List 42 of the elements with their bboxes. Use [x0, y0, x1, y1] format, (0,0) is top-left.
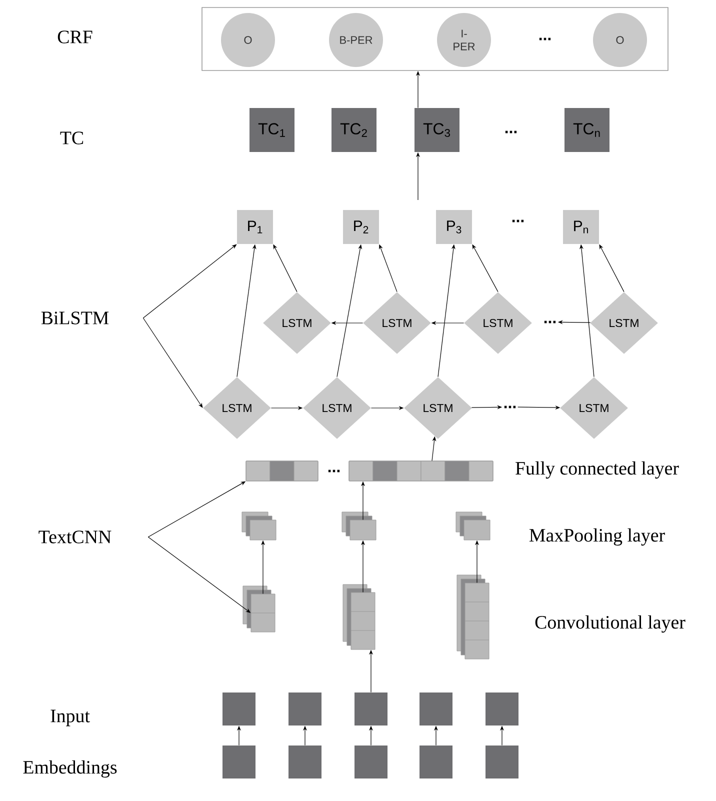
input-box	[222, 692, 256, 726]
feature-map-stack	[456, 512, 490, 540]
embedding-box	[420, 746, 452, 778]
output-box: P$_{3}$	[436, 210, 472, 244]
embedding-box	[354, 746, 388, 778]
layer-label: MaxPooling layer	[529, 528, 665, 546]
tc-box: TC$_{2}$	[332, 108, 376, 152]
layer-label: Fully connected layer	[516, 461, 679, 479]
fc-layer-bar	[246, 460, 318, 482]
input-box	[288, 692, 322, 726]
arrow	[142, 318, 203, 408]
embedding-box	[222, 746, 256, 778]
feature-map-stack	[342, 584, 376, 650]
feature-map-stack	[242, 586, 276, 632]
layer-label: BiLSTM	[41, 312, 109, 324]
feature-map-stack	[456, 574, 490, 660]
layer-label: Input	[50, 710, 90, 726]
input-box	[420, 692, 452, 726]
layer-label: Embeddings	[23, 760, 117, 778]
layer-label: TextCNN	[38, 530, 112, 544]
ellipsis: ...	[512, 220, 524, 222]
layer-label: TC	[60, 132, 84, 144]
ellipsis: ...	[504, 406, 516, 408]
fc-layer-bar	[348, 460, 494, 482]
tc-box: TC$_{n}$	[564, 108, 610, 152]
ellipsis: ...	[539, 38, 551, 40]
ellipsis: ...	[328, 470, 340, 472]
feature-map-stack	[342, 512, 376, 540]
feature-map-stack	[242, 512, 276, 540]
tc-box: TC$_{3}$	[414, 108, 460, 152]
tc-box: TC$_{1}$	[250, 108, 294, 152]
embedding-box	[288, 746, 322, 778]
output-box: P$_{2}$	[343, 210, 379, 244]
embedding-box	[486, 746, 518, 778]
ellipsis: ...	[505, 130, 517, 134]
output-box: P$_{n}$	[563, 210, 599, 244]
output-box: P$_{1}$	[237, 210, 273, 244]
input-box	[354, 692, 388, 726]
layer-label: CRF	[58, 30, 92, 44]
ellipsis: ...	[544, 320, 556, 324]
input-box	[486, 692, 518, 726]
layer-label: Convolutional layer	[535, 615, 686, 633]
